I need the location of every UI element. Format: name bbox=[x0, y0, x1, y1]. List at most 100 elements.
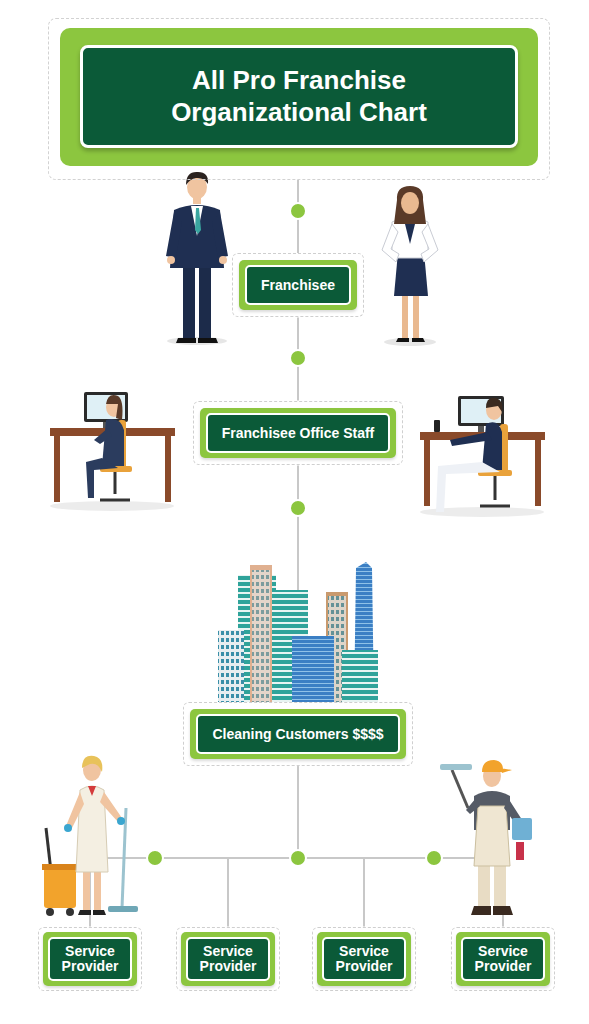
window-cleaner-figure bbox=[440, 760, 532, 915]
org-box: Service Provider bbox=[312, 927, 416, 992]
shirt bbox=[191, 206, 203, 236]
leg bbox=[183, 262, 195, 338]
box-label-plate: Service Provider bbox=[48, 937, 132, 982]
connector-line bbox=[228, 766, 298, 926]
arm bbox=[94, 428, 112, 444]
legs bbox=[86, 458, 118, 498]
box-label-plate: Service Provider bbox=[186, 937, 270, 982]
junction-dot bbox=[147, 850, 163, 866]
squeegee-handle bbox=[452, 770, 468, 808]
shadow bbox=[50, 501, 174, 511]
boot bbox=[471, 906, 513, 915]
rag bbox=[516, 842, 524, 860]
box-band: Service Provider bbox=[456, 932, 550, 987]
box-label-plate: Cleaning Customers $$$$ bbox=[196, 714, 399, 755]
monitor-stand bbox=[478, 426, 484, 432]
connector-line bbox=[298, 766, 364, 926]
box-band: Franchisee bbox=[239, 260, 357, 311]
org-box: Franchisee bbox=[232, 253, 364, 318]
leg bbox=[94, 870, 101, 912]
box-text: Service Provider bbox=[54, 944, 126, 975]
box-band: Cleaning Customers $$$$ bbox=[190, 709, 405, 760]
box-text: Franchisee Office Staff bbox=[222, 425, 375, 442]
title-band: All Pro Franchise Organizational Chart bbox=[60, 28, 538, 166]
hair bbox=[186, 172, 208, 185]
junction-dot bbox=[290, 203, 306, 219]
desk-leg bbox=[424, 440, 430, 506]
leg bbox=[413, 290, 419, 338]
box-label-plate: Service Provider bbox=[322, 937, 406, 982]
phone bbox=[434, 420, 440, 432]
hand bbox=[167, 256, 175, 264]
screen bbox=[87, 395, 125, 419]
box-text: Service Provider bbox=[192, 944, 264, 975]
box-text: Franchisee bbox=[261, 277, 335, 294]
wheel bbox=[66, 908, 74, 916]
hair bbox=[106, 395, 123, 420]
glove bbox=[117, 817, 125, 825]
cart-bucket bbox=[44, 868, 76, 908]
junction-dot bbox=[426, 850, 442, 866]
hair bbox=[486, 398, 502, 412]
junction-dot bbox=[290, 350, 306, 366]
box-label-plate: Franchisee Office Staff bbox=[206, 413, 391, 454]
arm bbox=[382, 224, 438, 262]
businesswoman-figure bbox=[382, 186, 438, 346]
office-worker-desk bbox=[420, 396, 545, 517]
junction-dot bbox=[290, 850, 306, 866]
hair bbox=[82, 756, 102, 772]
building bbox=[250, 565, 272, 705]
shoe bbox=[396, 338, 425, 342]
box-band: Franchisee Office Staff bbox=[200, 408, 397, 459]
arm bbox=[450, 432, 492, 446]
cleaner-figure bbox=[42, 756, 138, 916]
hand bbox=[219, 256, 227, 264]
org-box: Service Provider bbox=[176, 927, 280, 992]
building bbox=[252, 570, 270, 705]
monitor bbox=[458, 396, 504, 426]
building bbox=[218, 630, 244, 705]
title-panel: All Pro Franchise Organizational Chart bbox=[48, 18, 550, 180]
desk-leg bbox=[535, 440, 541, 506]
org-box: Service Provider bbox=[38, 927, 142, 992]
junction-dot bbox=[290, 500, 306, 516]
city-buildings bbox=[208, 562, 388, 708]
box-label-plate: Service Provider bbox=[461, 937, 545, 982]
monitor bbox=[84, 392, 128, 422]
shadow bbox=[384, 338, 436, 346]
connector-line bbox=[298, 766, 503, 926]
leg bbox=[478, 860, 490, 910]
leg bbox=[199, 262, 211, 338]
legs bbox=[436, 462, 500, 512]
mop-head bbox=[108, 906, 138, 912]
box-text: Service Provider bbox=[328, 944, 400, 975]
bucket bbox=[512, 818, 532, 840]
box-band: Service Provider bbox=[317, 932, 411, 987]
shadow bbox=[167, 337, 227, 345]
org-box: Service Provider bbox=[451, 927, 555, 992]
cart-rim bbox=[42, 864, 78, 870]
chair-base bbox=[100, 472, 130, 500]
arm bbox=[66, 792, 122, 828]
leg bbox=[494, 860, 506, 910]
chair-base bbox=[480, 476, 510, 506]
squeegee-blade bbox=[440, 764, 472, 770]
businessman-figure bbox=[166, 172, 228, 345]
cap bbox=[482, 760, 512, 773]
org-box: Franchisee Office Staff bbox=[193, 401, 404, 466]
overalls bbox=[474, 806, 510, 866]
leg bbox=[402, 290, 408, 338]
shoe bbox=[78, 910, 106, 915]
connector-line bbox=[90, 766, 298, 926]
box-text: Cleaning Customers $$$$ bbox=[212, 726, 383, 743]
box-text: Service Provider bbox=[467, 944, 539, 975]
desk-leg bbox=[165, 436, 171, 502]
junction-dots bbox=[147, 203, 442, 866]
tie bbox=[195, 208, 201, 234]
chart-title: All Pro Franchise Organizational Chart bbox=[133, 65, 465, 127]
shoe bbox=[176, 338, 218, 343]
body bbox=[102, 419, 124, 466]
title-box: All Pro Franchise Organizational Chart bbox=[80, 45, 518, 148]
hair bbox=[394, 186, 426, 224]
leg bbox=[83, 870, 90, 912]
